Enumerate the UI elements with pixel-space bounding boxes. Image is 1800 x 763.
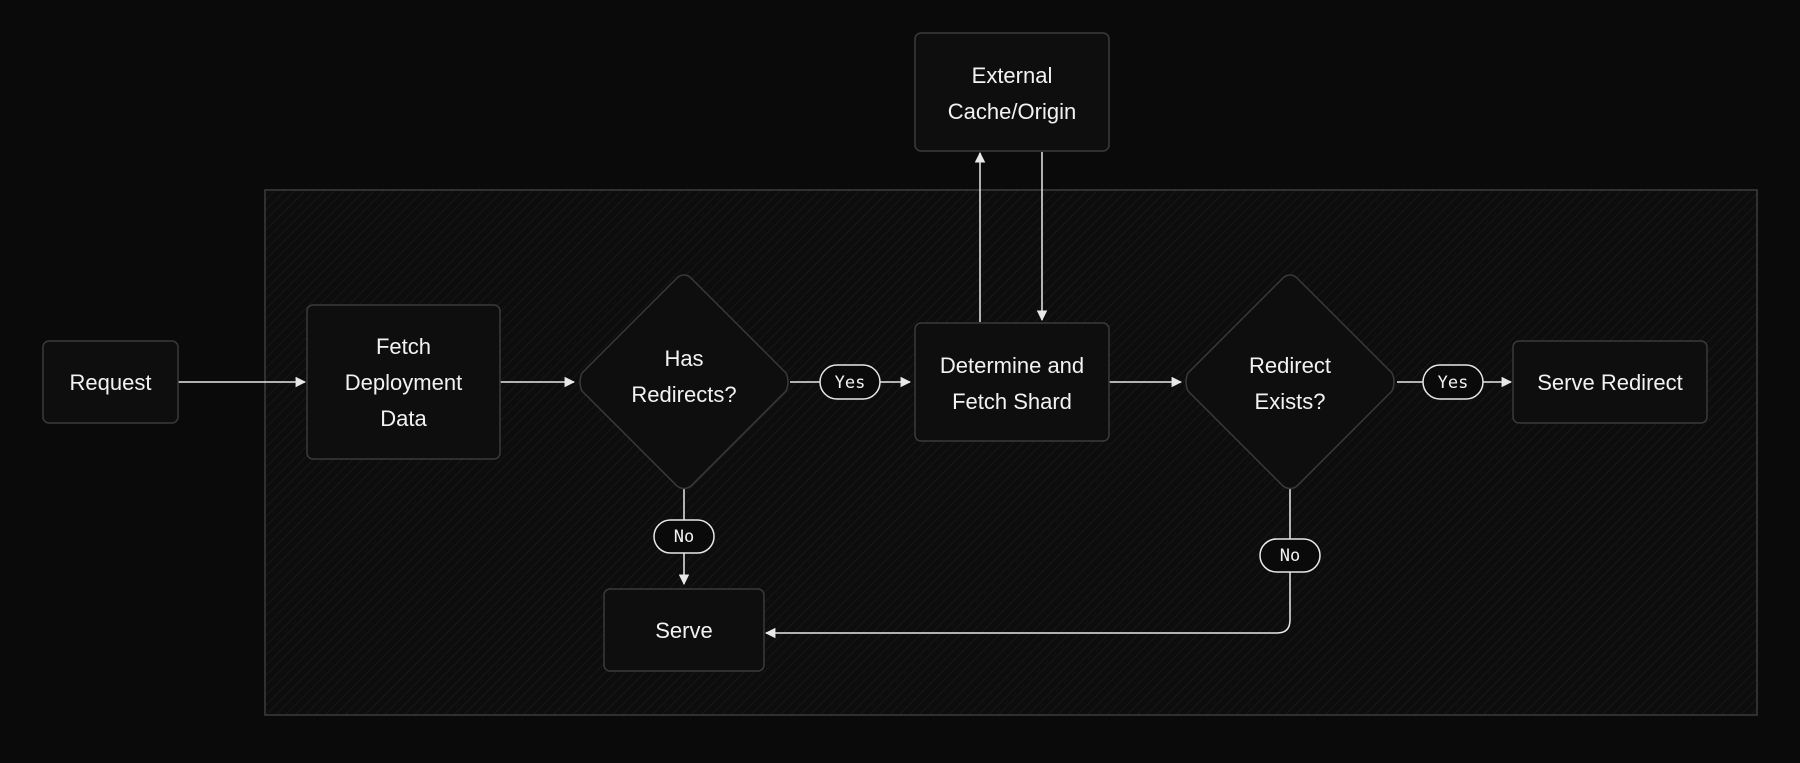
node-request: Request: [42, 340, 179, 424]
node-serve-label: Serve: [655, 618, 712, 643]
pill-has-redirects-no: No: [653, 519, 715, 554]
node-fetch-deployment-label-1: Fetch: [376, 334, 431, 359]
node-has-redirects-label-1: Has: [664, 346, 703, 371]
pill-redirect-exists-no-label: No: [1280, 546, 1300, 566]
node-redirect-exists-label-1: Redirect: [1249, 353, 1331, 378]
node-fetch-deployment-label-2: Deployment: [345, 370, 462, 395]
edge-redirect-exists-no-b: [764, 572, 1291, 639]
node-serve-redirect: Serve Redirect: [1512, 340, 1708, 424]
pill-has-redirects-yes: Yes: [819, 364, 881, 400]
node-determine-fetch-shard: Determine and Fetch Shard: [914, 322, 1110, 442]
node-redirect-exists-label-2: Exists?: [1255, 389, 1326, 414]
node-request-label: Request: [70, 370, 152, 395]
node-serve-redirect-label: Serve Redirect: [1537, 370, 1683, 395]
pill-redirect-exists-no: No: [1259, 538, 1321, 573]
node-external-cache-label-2: Cache/Origin: [948, 99, 1076, 124]
pill-redirect-exists-yes-label: Yes: [1438, 373, 1469, 393]
pill-redirect-exists-yes: Yes: [1422, 364, 1484, 400]
pill-has-redirects-no-label: No: [674, 527, 694, 547]
node-has-redirects-label-2: Redirects?: [631, 382, 736, 407]
node-fetch-deployment-label-3: Data: [380, 406, 427, 431]
node-external-cache-label-1: External: [972, 63, 1053, 88]
node-redirect-exists-decision: Redirect Exists?: [1185, 274, 1395, 490]
node-determine-fetch-label-1: Determine and: [940, 353, 1084, 378]
node-serve: Serve: [603, 588, 765, 672]
node-has-redirects-decision: Has Redirects?: [579, 274, 789, 490]
node-determine-fetch-label-2: Fetch Shard: [952, 389, 1072, 414]
pill-has-redirects-yes-label: Yes: [835, 373, 866, 393]
processing-region: [264, 189, 1758, 716]
node-fetch-deployment-data: Fetch Deployment Data: [306, 304, 501, 460]
edges: [178, 151, 1513, 639]
node-external-cache-origin: External Cache/Origin: [914, 32, 1110, 152]
